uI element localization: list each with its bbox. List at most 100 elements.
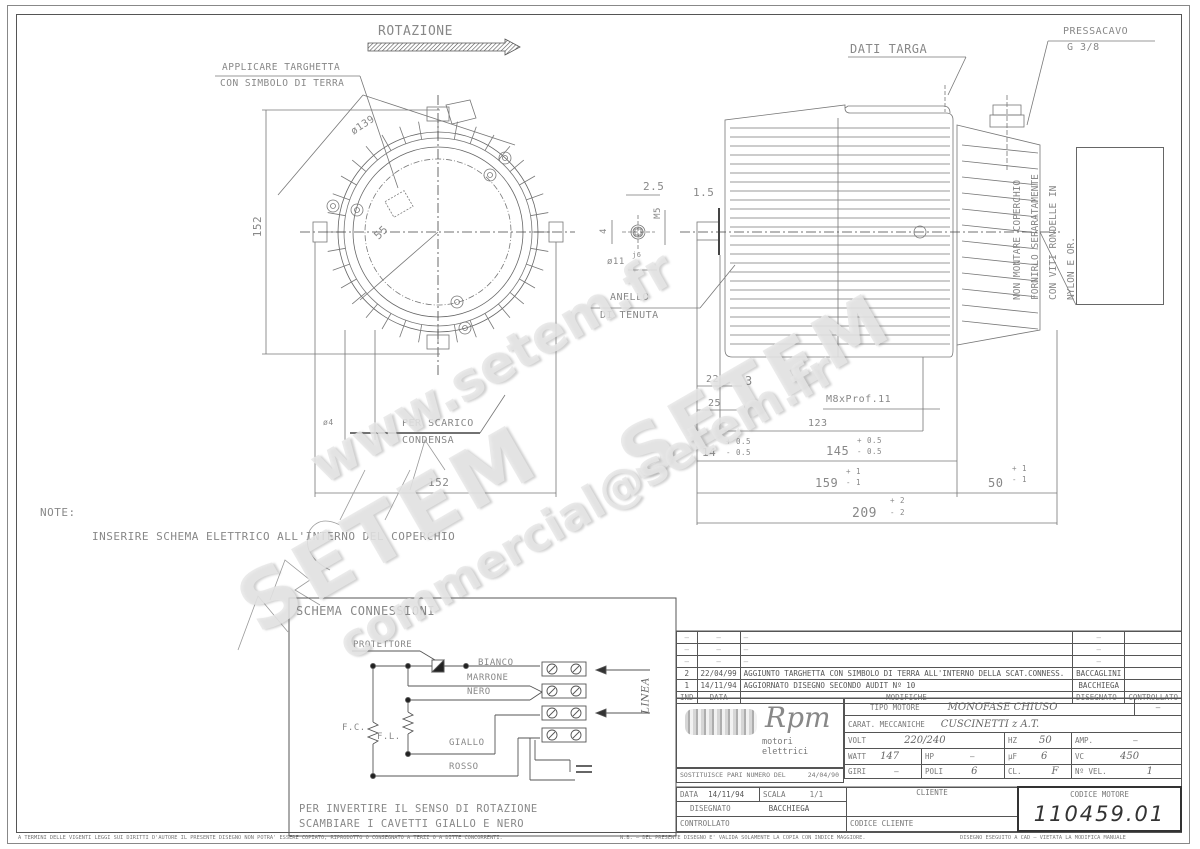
cooling-fin	[469, 320, 477, 338]
revision-controllato	[1124, 679, 1182, 692]
cooling-fin	[519, 278, 536, 289]
endcap-fin	[961, 288, 1039, 298]
revision-modifica: AGGIORNATO DISEGNO SECONDO AUDIT Nº 10	[739, 679, 1074, 692]
cliente-label: CLIENTE	[846, 786, 1019, 817]
dim-25: 25	[708, 398, 722, 409]
dim-1-5: 1.5	[693, 186, 715, 199]
nvel-label: Nº VEL.	[1075, 767, 1107, 776]
shaft-detail	[611, 194, 666, 271]
terminal-screw	[570, 707, 582, 719]
dim-m5: M5	[652, 207, 663, 219]
endcap-fin	[961, 208, 1039, 218]
revision-row: ––––	[676, 643, 1182, 656]
disegnato-value: BACCHIEGA	[768, 804, 810, 813]
revision-data: 14/11/94	[696, 679, 741, 692]
tipo-motore-value: MONOFASE CHIUSO	[947, 701, 1058, 713]
side-note-box: NON MONTARE COPERCHIO FORNIRLO SEPARATAM…	[1012, 147, 1164, 305]
dim-m8: M8xProf.11	[826, 394, 892, 405]
logo-motor-icon	[685, 709, 757, 735]
carat-value: CUSCINETTI z A.T.	[940, 718, 1040, 730]
tipo-motore-label: TIPO MOTORE	[870, 702, 920, 712]
schema-instruction-1: PER INVERTIRE IL SENSO DI ROTAZIONE	[299, 803, 538, 815]
cooling-fin	[526, 263, 544, 271]
hz-label: HZ	[1008, 736, 1018, 745]
cooling-fin	[530, 247, 549, 252]
endcap-fin	[961, 192, 1039, 202]
sostituisce-date: 24/04/90	[807, 771, 839, 779]
cooling-fin	[332, 193, 350, 201]
poli-value: 6	[971, 766, 978, 777]
volt-value: 220/240	[904, 735, 946, 746]
giri-label: GIRI	[848, 767, 867, 776]
dim-4: 4	[598, 228, 609, 234]
dim-50: 50	[988, 476, 1004, 490]
wire-nero: NERO	[467, 687, 491, 697]
sostituisce-label: SOSTITUISCE PARI NUMERO DEL	[680, 771, 786, 779]
endcap-fin	[961, 256, 1039, 266]
cooling-fin	[332, 263, 350, 271]
disegnato-label: DISEGNATO	[690, 804, 731, 813]
hp-value: –	[970, 752, 975, 761]
uf-label: µF	[1008, 752, 1018, 761]
terminal-screw	[570, 685, 582, 697]
hp-label: HP	[925, 752, 935, 761]
revision-controllato	[1124, 667, 1182, 680]
wire-marrone: MARRONE	[467, 673, 509, 683]
cooling-fin	[418, 121, 423, 140]
logo-text: Rpm	[765, 701, 831, 734]
cooling-fin	[469, 126, 477, 144]
dim-22: 22	[706, 374, 720, 385]
cooling-fin	[498, 303, 511, 319]
cooling-fin	[351, 159, 367, 172]
footer-nb: N.B. – DEL PRESENTE DISEGNO E' VALIDA SO…	[620, 835, 866, 841]
cl-value: F	[1051, 766, 1059, 777]
pressacavo-label-1: PRESSACAVO	[1063, 26, 1129, 37]
outer-frame	[7, 5, 1190, 844]
cooling-fin	[509, 292, 525, 305]
endcap-fin	[961, 240, 1039, 250]
terminal-screw	[570, 663, 582, 675]
revision-ind: 2	[676, 667, 698, 680]
endcap-fin	[961, 272, 1039, 282]
vc-label: VC	[1075, 752, 1085, 761]
cooling-fin	[519, 175, 536, 186]
rotation-label: ROTAZIONE	[378, 24, 453, 39]
revision-disegnato: –	[1072, 643, 1126, 656]
revision-modifica: –	[739, 631, 1074, 644]
amp-value: –	[1133, 736, 1138, 745]
giri-value: –	[894, 767, 899, 776]
dim-145-tol-plus: + 0.5	[857, 436, 883, 445]
tipo-motore-extra: –	[1134, 698, 1182, 716]
side-note-line: CON VITI RONDELLE IN	[1048, 185, 1059, 300]
revision-ind: –	[676, 631, 698, 644]
schema-box	[288, 597, 677, 837]
note-text: INSERIRE SCHEMA ELETTRICO ALL'INTERNO DE…	[92, 530, 456, 543]
cooling-fin	[340, 175, 357, 186]
dim-2-5: 2.5	[643, 180, 665, 193]
revision-modifica: –	[739, 655, 1074, 668]
dati-targa-label: DATI TARGA	[850, 42, 928, 56]
endcap-fin	[961, 144, 1039, 154]
motor-side-view	[680, 85, 1060, 358]
nvel-value: 1	[1146, 766, 1153, 777]
rev-header-data: DATA	[696, 691, 741, 704]
dim-209-tol-plus: + 2	[890, 496, 906, 505]
watt-value: 147	[880, 751, 900, 762]
dim-145-tol-minus: - 0.5	[857, 447, 883, 456]
fl-label: F.L.	[377, 732, 401, 742]
cl-label: CL.	[1008, 767, 1022, 776]
dim-d11-tol: j6	[632, 251, 642, 259]
codice-motore-label: CODICE MOTORE	[1070, 790, 1129, 799]
sostituisce-row: SOSTITUISCE PARI NUMERO DEL 24/04/90	[676, 768, 844, 783]
cooling-fin	[418, 324, 423, 343]
terminal-screw	[546, 685, 558, 697]
revision-data: –	[696, 631, 741, 644]
revision-row: ––––	[676, 655, 1182, 668]
wiring-diagram	[352, 650, 650, 781]
revision-disegnato: BACCAGLINI	[1072, 667, 1126, 680]
carat-label: CARAT. MECCANICHE	[848, 719, 925, 729]
terminal-block	[541, 661, 587, 743]
terminal-screw	[546, 707, 558, 719]
